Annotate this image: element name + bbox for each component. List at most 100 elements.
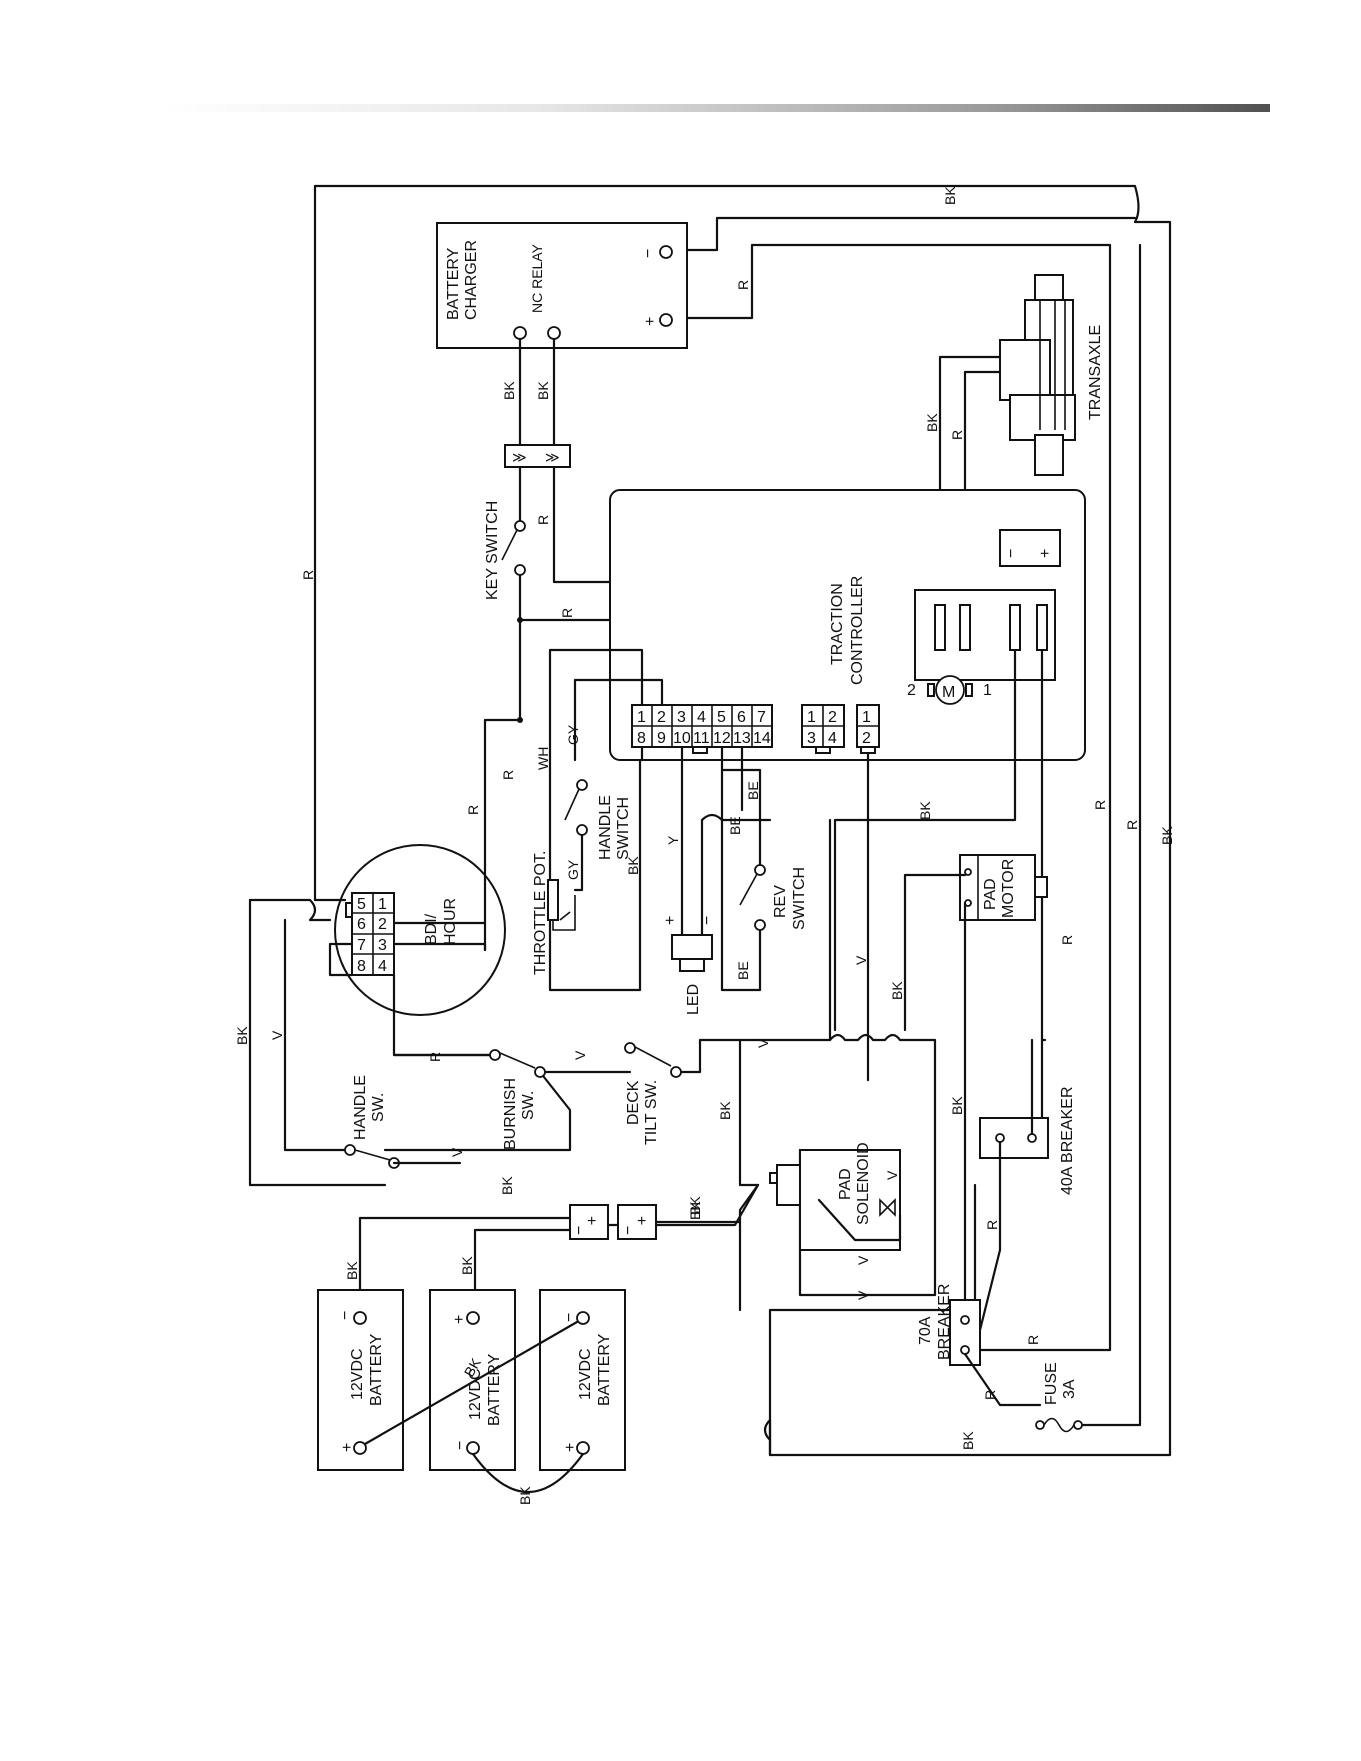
wire-label-v-7: V: [855, 1255, 871, 1265]
pad-solenoid-label-1: PAD: [837, 1168, 854, 1200]
bdi-label-2: HOUR: [442, 898, 459, 945]
wire-label-r-12: R: [982, 1390, 998, 1400]
small-a-pin-3: 3: [807, 730, 816, 747]
pin-3: 3: [677, 709, 686, 726]
battery-1-minus: −: [337, 1311, 354, 1320]
deck-tilt-label-1: DECK: [625, 1080, 642, 1125]
battery-2-label-1: 12VDC: [467, 1368, 484, 1420]
wire-label-bk-1: BK: [501, 381, 517, 400]
wire-label-bk-top: BK: [942, 186, 958, 205]
rev-switch-label-1: REV: [772, 885, 789, 918]
burnish-switch-label-1: BURNISH: [502, 1078, 519, 1150]
wire-label-gy-2: GY: [565, 859, 581, 880]
wire-label-bk-4: BK: [625, 856, 641, 875]
pin-4: 4: [697, 709, 706, 726]
wire-label-bk-10: BK: [499, 1176, 515, 1195]
bdi-label-1: BDI/: [423, 913, 440, 945]
wire-label-r-outer: R: [300, 570, 316, 580]
fuse-label-2: 3A: [1061, 1379, 1078, 1399]
wire-label-bk-14: BK: [459, 1256, 475, 1275]
handle-switch-upper-label-1: HANDLE: [597, 795, 614, 860]
wire-label-bk-12: BK: [687, 1201, 703, 1220]
bdi-pin-7: 7: [357, 937, 366, 954]
pad-solenoid: PAD SOLENOID V V V BK BK: [598, 1038, 902, 1312]
deck-tilt-label-2: TILT SW.: [643, 1080, 660, 1145]
charger-wires: ≫ ≫ BK BK R: [501, 337, 762, 707]
breaker-40a: 40A BREAKER R: [973, 1038, 1076, 1352]
wire-label-bk-9: BK: [949, 1096, 965, 1115]
handle-switch-upper-label-2: SWITCH: [615, 797, 632, 860]
pin-1: 1: [637, 709, 646, 726]
bdi-pin-1: 1: [378, 896, 387, 913]
wire-label-r-4: R: [1092, 800, 1108, 810]
bat-conn-b-plus: +: [637, 1213, 646, 1230]
traction-controller-label-2: CONTROLLER: [849, 576, 866, 685]
pin-7: 7: [757, 709, 766, 726]
charger-plus-sign: +: [642, 317, 659, 326]
battery-2: + − 12VDC BATTERY: [429, 1289, 516, 1471]
battery-3-plus: +: [562, 1443, 579, 1452]
ctrl-plus-sign: +: [1037, 549, 1054, 558]
bdi-pin-4: 4: [378, 958, 387, 975]
small-connector-b: 1 2: [856, 704, 880, 754]
transaxle: TRANSAXLE BK R: [924, 274, 1104, 612]
led-minus-sign: −: [699, 916, 716, 925]
handle-sw-lower-label-2: SW.: [370, 1093, 387, 1122]
wire-label-be-1: BE: [745, 781, 761, 800]
bdi-pin-8: 8: [357, 958, 366, 975]
wire-label-r-2: R: [559, 608, 575, 618]
pad-motor-label-1: PAD: [982, 878, 999, 910]
wire-label-bk-13: BK: [344, 1261, 360, 1280]
wire-label-r-10: R: [984, 1220, 1000, 1230]
motor-pin-1: 1: [983, 682, 992, 699]
wire-label-r-5: R: [1124, 820, 1140, 830]
wire-label-bk-7: BK: [1159, 826, 1175, 845]
burnish-switch-label-2: SW.: [520, 1091, 537, 1120]
battery-charger-label-2: CHARGER: [463, 240, 480, 320]
wire-label-be-2: BE: [727, 816, 743, 835]
ctrl-minus-sign: −: [1003, 549, 1020, 558]
wire-label-r-7: R: [500, 770, 516, 780]
wire-label-v-3: V: [755, 1038, 771, 1048]
switch-row-wiring: V V V BK: [383, 818, 1044, 1297]
wire-label-r-top: R: [735, 280, 751, 290]
svg-text:M: M: [942, 684, 955, 701]
bdi-pin-6: 6: [357, 916, 366, 933]
wire-label-v-6: V: [884, 1170, 900, 1180]
main-connector: 1 2 3 4 5 6 7 8 9 10 11 12 13 14: [631, 704, 773, 754]
motor-pin-2: 2: [907, 682, 916, 699]
pad-solenoid-label-2: SOLENOID: [855, 1142, 872, 1225]
wire-label-bk-18: BK: [960, 1431, 976, 1450]
small-b-pin-2: 2: [862, 730, 871, 747]
pin-8: 8: [637, 730, 646, 747]
wire-label-v-4: V: [572, 1050, 588, 1060]
pin-10: 10: [673, 730, 691, 747]
throttle-pot: THROTTLE POT.: [532, 851, 576, 975]
connector-wire-labels: GY WH GY BK Y BE BE BE BK V BK R R BK BK…: [535, 186, 1175, 1000]
battery-1: − + 12VDC BATTERY: [317, 1289, 404, 1471]
pin-12: 12: [713, 730, 731, 747]
led-plus-sign: +: [662, 916, 679, 925]
traction-controller-label-1: TRACTION: [829, 583, 846, 665]
wire-label-r-8: R: [427, 1052, 443, 1062]
wire-label-y: Y: [665, 835, 681, 845]
pin-6: 6: [737, 709, 746, 726]
rev-switch: REV SWITCH: [739, 803, 808, 931]
outer-wiring: [313, 184, 1172, 1457]
key-switch-label: KEY SWITCH: [484, 501, 501, 600]
wire-label-bk-2: BK: [535, 381, 551, 400]
small-a-pin-2: 2: [828, 709, 837, 726]
battery-1-label-2: BATTERY: [368, 1333, 385, 1406]
battery-charger: BATTERY CHARGER NC RELAY − +: [436, 222, 688, 349]
wire-label-be-3: BE: [735, 961, 751, 980]
wire-label-v-8: V: [855, 1290, 871, 1300]
svg-text:≫: ≫: [512, 449, 527, 465]
battery-1-plus: +: [339, 1443, 356, 1452]
battery-1-label-1: 12VDC: [349, 1348, 366, 1400]
bdi-pin-2: 2: [378, 916, 387, 933]
battery-2-label-2: BATTERY: [486, 1353, 503, 1426]
wire-label-gy-1: GY: [565, 724, 581, 745]
breaker-70a: 70A BREAKER R R: [917, 1284, 1042, 1407]
connector-wiring: [548, 648, 870, 1082]
